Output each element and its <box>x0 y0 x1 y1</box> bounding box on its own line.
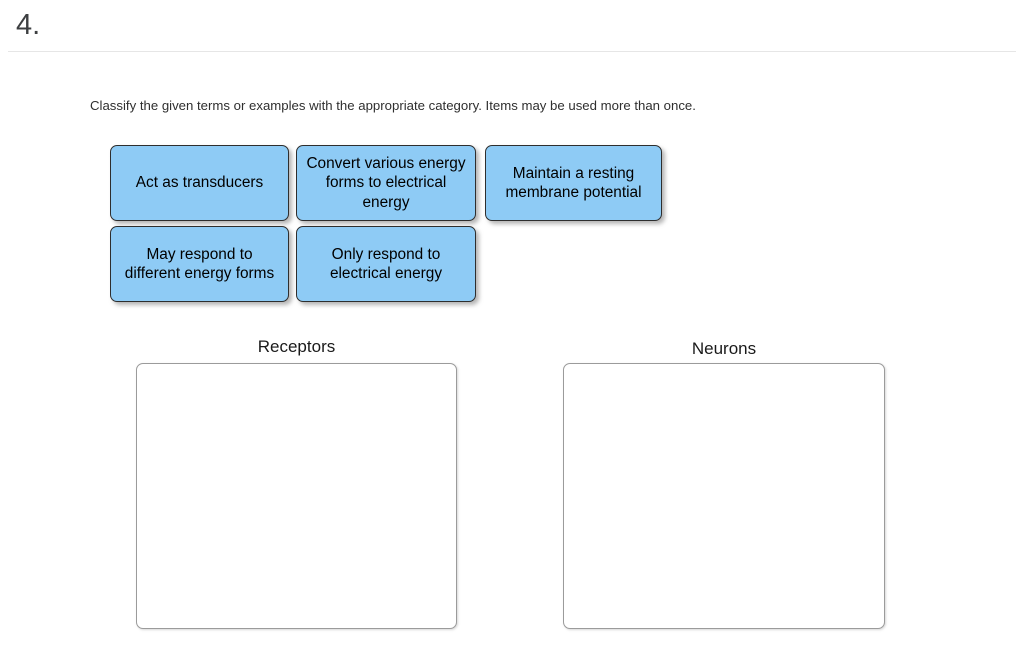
draggable-tile-convert-energy-forms[interactable]: Convert various energy forms to electric… <box>296 145 476 221</box>
question-number: 4. <box>16 9 41 41</box>
instruction-text: Classify the given terms or examples wit… <box>90 98 696 113</box>
draggable-tile-maintain-resting-potential[interactable]: Maintain a resting membrane potential <box>485 145 662 221</box>
header-divider <box>8 51 1016 52</box>
dropzone-box-neurons[interactable] <box>563 363 885 629</box>
dropzone-label-receptors: Receptors <box>257 337 336 356</box>
dropzone-box-receptors[interactable] <box>136 363 457 629</box>
draggable-tile-act-as-transducers[interactable]: Act as transducers <box>110 145 289 221</box>
draggable-tile-may-respond-different-energy[interactable]: May respond to different energy forms <box>110 226 289 302</box>
draggable-tile-only-respond-electrical[interactable]: Only respond to electrical energy <box>296 226 476 302</box>
question-header: 4. <box>0 0 1024 52</box>
dropzone-label-neurons: Neurons <box>691 339 757 358</box>
